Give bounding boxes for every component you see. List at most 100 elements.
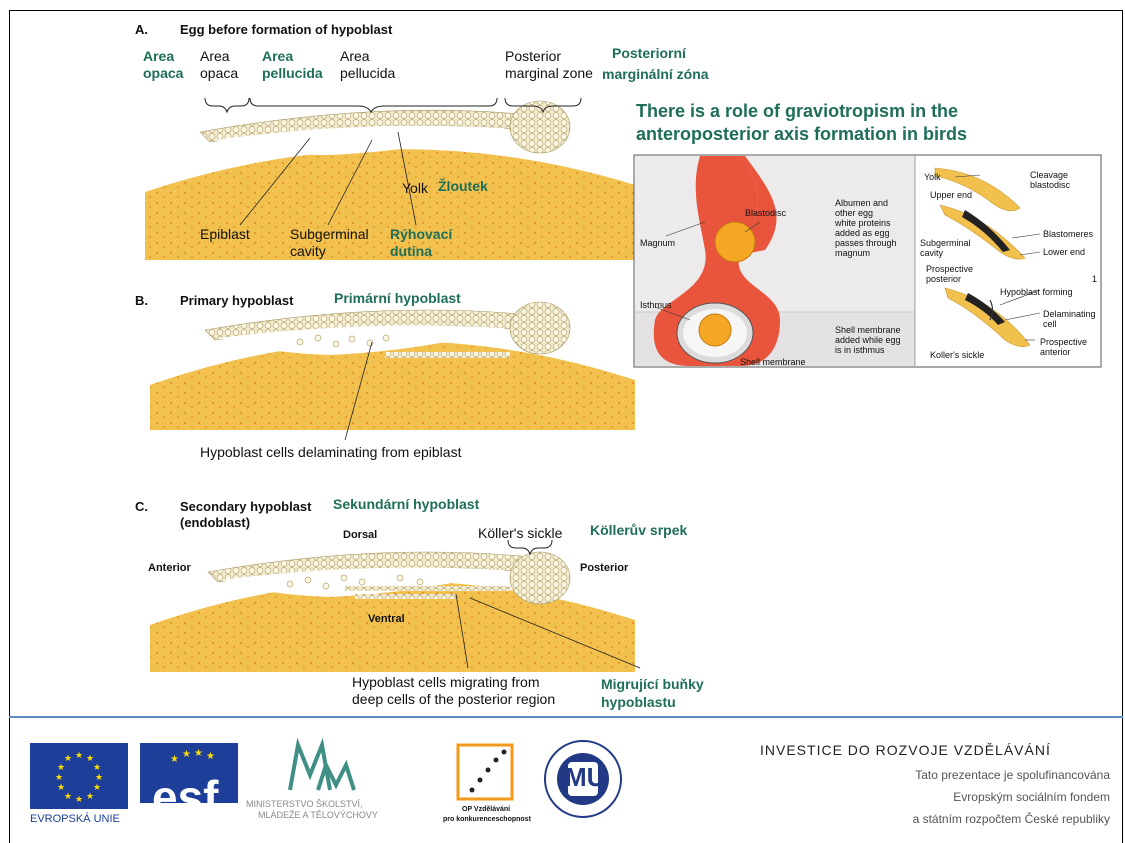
hypoblast-dark — [965, 293, 1005, 325]
area-pellucida-en-2: pellucida — [340, 65, 396, 81]
svg-text:★: ★ — [75, 751, 83, 761]
migrating-cells-c — [286, 574, 424, 590]
panel-b-title: Primary hypoblast — [180, 293, 294, 308]
egg-a — [145, 97, 635, 260]
panel-c-title-cz: Sekundární hypoblast — [333, 496, 480, 512]
footer-rule — [9, 716, 1123, 718]
svg-text:★: ★ — [55, 773, 63, 783]
blastomeres-dark — [962, 210, 1010, 252]
grav-magnum: Magnum — [640, 238, 676, 248]
migrujici-label-1: Migrující buňky — [601, 676, 704, 692]
egg-b — [150, 301, 635, 441]
panel-a-letter: A. — [135, 22, 148, 37]
grav-albumen-1: Albumen and — [835, 198, 889, 208]
grav-shell-membrane: Shell membrane — [740, 357, 806, 367]
eu-label: EVROPSKÁ UNIE — [30, 813, 120, 825]
panel-b-letter: B. — [135, 293, 148, 308]
muni-seal — [544, 740, 622, 818]
epiblast-label: Epiblast — [200, 226, 250, 242]
svg-text:★: ★ — [75, 795, 83, 805]
egg-c — [150, 539, 641, 672]
panel-c-caption-1: Hypoblast cells migrating from — [352, 674, 540, 690]
bracket-pellucida — [249, 97, 498, 114]
delaminating-cells-b — [296, 334, 390, 348]
msmt-label-1: MINISTERSTVO ŠKOLSTVÍ, — [246, 799, 363, 809]
svg-text:★: ★ — [57, 763, 65, 773]
yolk-label: Yolk — [402, 180, 428, 196]
area-opaca-en-1: Area — [200, 48, 230, 64]
bracket-koller — [507, 539, 553, 556]
cofund-line-3: a státním rozpočtem České republiky — [912, 812, 1110, 826]
area-pellucida-cz-1: Area — [262, 48, 294, 64]
grav-isthmus: Isthmus — [640, 300, 672, 310]
cleavage-blastodisc-drawing — [934, 167, 1021, 212]
ryhovaci-label-1: Rýhovací — [390, 226, 453, 242]
panel-b-caption: Hypoblast cells delaminating from epibla… — [200, 444, 462, 460]
grav-prospective-post-1: Prospective — [926, 264, 974, 274]
grav-title-2: anteroposterior axis formation in birds — [636, 124, 968, 144]
grav-yolk: Yolk — [924, 172, 941, 182]
muni-mark: MU — [565, 762, 606, 792]
yolk-b — [150, 341, 635, 430]
grav-prospective-ant-2: anterior — [1040, 347, 1071, 357]
grav-albumen-2: other egg — [835, 208, 874, 218]
subgerminal-label-2: cavity — [290, 243, 326, 259]
ventral-label: Ventral — [368, 613, 405, 625]
grav-blastodisc: Blastodisc — [745, 208, 787, 218]
esf-label: esf — [152, 771, 219, 823]
op-logo — [456, 743, 514, 801]
migrujici-label-2: hypoblastu — [601, 694, 676, 710]
svg-text:★: ★ — [170, 754, 179, 765]
svg-text:★: ★ — [57, 783, 65, 793]
grav-delaminating-2: cell — [1043, 319, 1057, 329]
invest-label: INVESTICE DO ROZVOJE VZDĚLÁVÁNÍ — [760, 742, 1051, 758]
hypoblast-row-b — [385, 352, 510, 358]
svg-text:★: ★ — [95, 773, 103, 783]
cofund-line-1: Tato prezentace je spolufinancována — [915, 768, 1110, 782]
slide-frame — [9, 10, 1123, 843]
svg-text:★: ★ — [93, 783, 101, 793]
grav-shell-2: added while egg — [835, 335, 901, 345]
oviduct — [653, 156, 780, 366]
area-opaca-cz-2: opaca — [143, 65, 184, 81]
grav-delaminating-1: Delaminating — [1043, 309, 1096, 319]
grav-prospective-post-2: posterior — [926, 274, 962, 284]
grav-koller: Koller's sickle — [930, 350, 985, 360]
posterior-cz-1: Posteriorní — [612, 45, 686, 61]
graviotropism-figure — [633, 154, 1102, 368]
cavity-a — [215, 125, 505, 155]
panel-c-caption-2: deep cells of the posterior region — [352, 691, 556, 707]
msmt-logo — [288, 737, 356, 791]
area-opaca-cz-1: Area — [143, 48, 175, 64]
grav-albumen-5: passes through — [835, 238, 897, 248]
yolk-c — [150, 581, 635, 672]
hypoblast-row-c1 — [345, 586, 510, 591]
msmt-label-2: MLÁDEŽE A TĚLOVÝCHOVY — [258, 810, 378, 820]
grav-subgerminal-2: cavity — [920, 248, 944, 258]
panel-c-title-2: (endoblast) — [180, 515, 251, 530]
kollers-sickle-label: Köller's sickle — [478, 525, 563, 541]
area-pellucida-en-1: Area — [340, 48, 370, 64]
grav-subgerminal-1: Subgerminal — [920, 238, 971, 248]
dorsal-label: Dorsal — [343, 529, 378, 541]
oviduct-upper — [740, 156, 777, 255]
grav-shell-1: Shell membrane — [835, 325, 901, 335]
grav-albumen-3: white proteins — [835, 218, 891, 228]
yolk-a — [145, 149, 635, 260]
svg-text:★: ★ — [93, 763, 101, 773]
svg-text:★: ★ — [182, 749, 191, 760]
panel-c-letter: C. — [135, 499, 148, 514]
svg-text:★: ★ — [206, 751, 215, 762]
kollers-sickle-label-cz: Köllerův srpek — [590, 522, 688, 538]
posterior-en-1: Posterior — [505, 48, 562, 64]
grav-title-1: There is a role of graviotropism in the — [636, 101, 959, 121]
esf-logo: ★★★★ — [140, 743, 238, 827]
grav-shell-3: is in isthmus — [835, 345, 885, 355]
posterior-en-2: marginal zone — [505, 65, 593, 81]
bracket-posterior — [504, 97, 582, 114]
yolk-label-cz: Žloutek — [438, 178, 488, 194]
subgerminal-label-1: Subgerminal — [290, 226, 369, 242]
svg-text:★: ★ — [64, 754, 72, 764]
